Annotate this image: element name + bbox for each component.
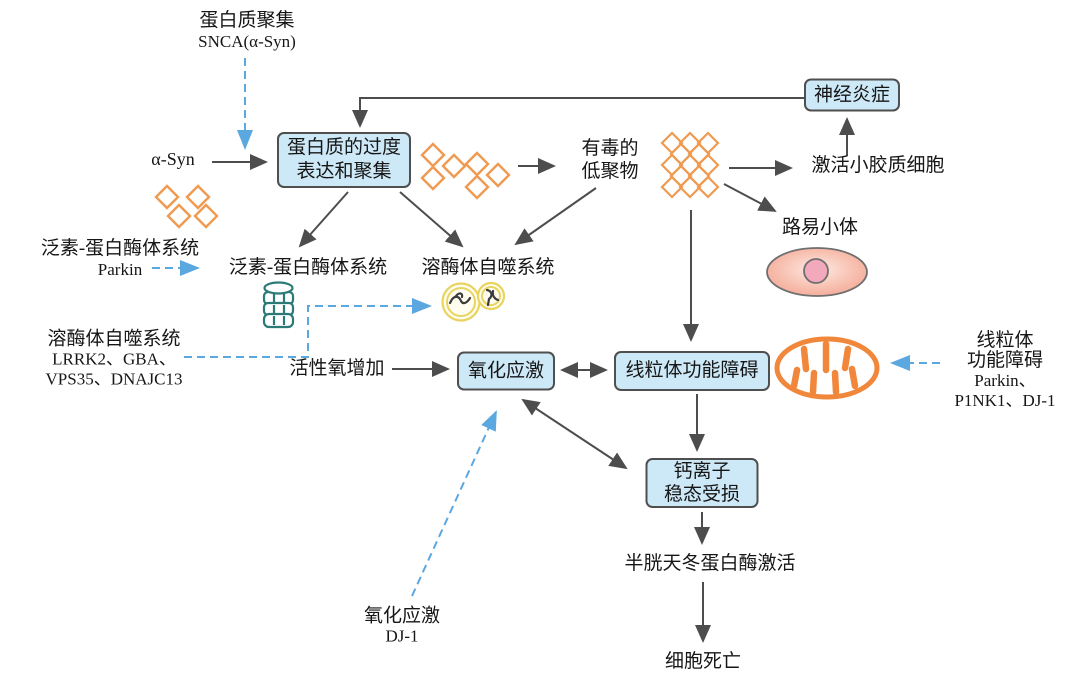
toxic-oligomers-line1: 有毒的 <box>581 138 639 159</box>
overexpression-box: 蛋白质的过度 表达和聚集 <box>277 132 411 188</box>
arrow-overexpression-to-alp <box>399 191 464 248</box>
ups-side-title: 泛素-蛋白酶体系统 <box>40 238 200 259</box>
ups-side-label: 泛素-蛋白酶体系统 Parkin <box>41 238 199 280</box>
oxidative-stress-box: 氧化应激 <box>457 351 555 391</box>
alpha-syn-label: α-Syn <box>151 149 195 169</box>
lewy-body-icon <box>766 247 868 297</box>
overexpression-box-line2: 表达和聚集 <box>296 161 392 182</box>
calcium-box: 钙离子 稳态受损 <box>645 458 759 508</box>
dashed-dj1-to-oxidative-stress <box>411 410 497 597</box>
mito-side-genes-1: Parkin、 <box>974 371 1036 390</box>
mito-side-label: 线粒体 功能障碍 Parkin、 P1NK1、DJ-1 <box>954 331 1055 411</box>
ups-side-gene: Parkin <box>97 260 143 279</box>
proteasome-icon <box>262 281 295 329</box>
calcium-box-line1: 钙离子 <box>673 461 731 482</box>
arrow-overexpression-to-ups <box>298 191 349 248</box>
dashed-arrows <box>152 58 940 597</box>
lewy-body-label: 路易小体 <box>781 217 859 238</box>
neuroinflammation-label: 神经炎症 <box>813 84 890 105</box>
os-side-title: 氧化应激 <box>363 605 441 627</box>
protein-aggregation-label: 蛋白质聚集 SNCA(α-Syn) <box>198 10 296 52</box>
alp-side-genes-1: LRRK2、GBA、 <box>52 349 176 369</box>
arrow-lattice-to-lewy-body <box>723 183 777 212</box>
alpha-syn-monomers-icon <box>154 184 219 229</box>
mito-side-line1: 线粒体 <box>976 330 1034 351</box>
neuroinflammation-box: 神经炎症 <box>804 78 900 112</box>
caspase-activation-label: 半胱天冬蛋白酶激活 <box>624 553 796 574</box>
os-side-label: 氧化应激 DJ-1 <box>364 606 440 647</box>
ups-node-label: 泛素-蛋白酶体系统 <box>228 257 388 278</box>
mito-dysfunction-box: 线粒体功能障碍 <box>614 351 770 391</box>
alp-node-label: 溶酶体自噬系统 <box>421 257 555 278</box>
oxidative-stress-label: 氧化应激 <box>467 360 544 381</box>
mito-dysfunction-label: 线粒体功能障碍 <box>625 360 759 381</box>
arrow-neuroinflammation-feedback <box>352 97 805 128</box>
alp-side-label: 溶酶体自噬系统 LRRK2、GBA、 VPS35、DNAJC13 <box>46 329 183 390</box>
protein-aggregation-gene: SNCA(α-Syn) <box>198 32 296 51</box>
mito-side-genes-2: P1NK1、DJ-1 <box>954 391 1056 410</box>
aggregate-cluster-b-icon <box>464 151 511 200</box>
protein-aggregation-title: 蛋白质聚集 <box>199 10 295 31</box>
arrow-toxic-to-alp <box>514 187 597 246</box>
os-side-gene: DJ-1 <box>385 626 419 646</box>
lysosome-icon <box>441 281 506 322</box>
overexpression-box-line1: 蛋白质的过度 <box>286 137 401 158</box>
aggregate-cluster-a-icon <box>420 142 467 191</box>
toxic-oligomers-label: 有毒的 低聚物 <box>581 137 638 183</box>
oligomer-lattice-icon <box>660 131 720 199</box>
arrow-oxidative-calcium-bidirectional <box>521 398 628 470</box>
activate-microglia-label: 激活小胶质细胞 <box>811 155 945 176</box>
mitochondria-icon <box>774 336 880 400</box>
toxic-oligomers-line2: 低聚物 <box>581 161 639 182</box>
alp-side-genes-2: VPS35、DNAJC13 <box>45 369 183 389</box>
solid-arrows <box>212 97 855 643</box>
cell-death-label: 细胞死亡 <box>664 651 742 672</box>
alp-side-title: 溶酶体自噬系统 <box>47 328 181 350</box>
dashed-alp-genes-to-lysosome <box>184 298 432 358</box>
calcium-box-line2: 稳态受损 <box>663 484 740 505</box>
ros-increase-label: 活性氧增加 <box>289 358 385 379</box>
mito-side-line2: 功能障碍 <box>966 350 1043 371</box>
